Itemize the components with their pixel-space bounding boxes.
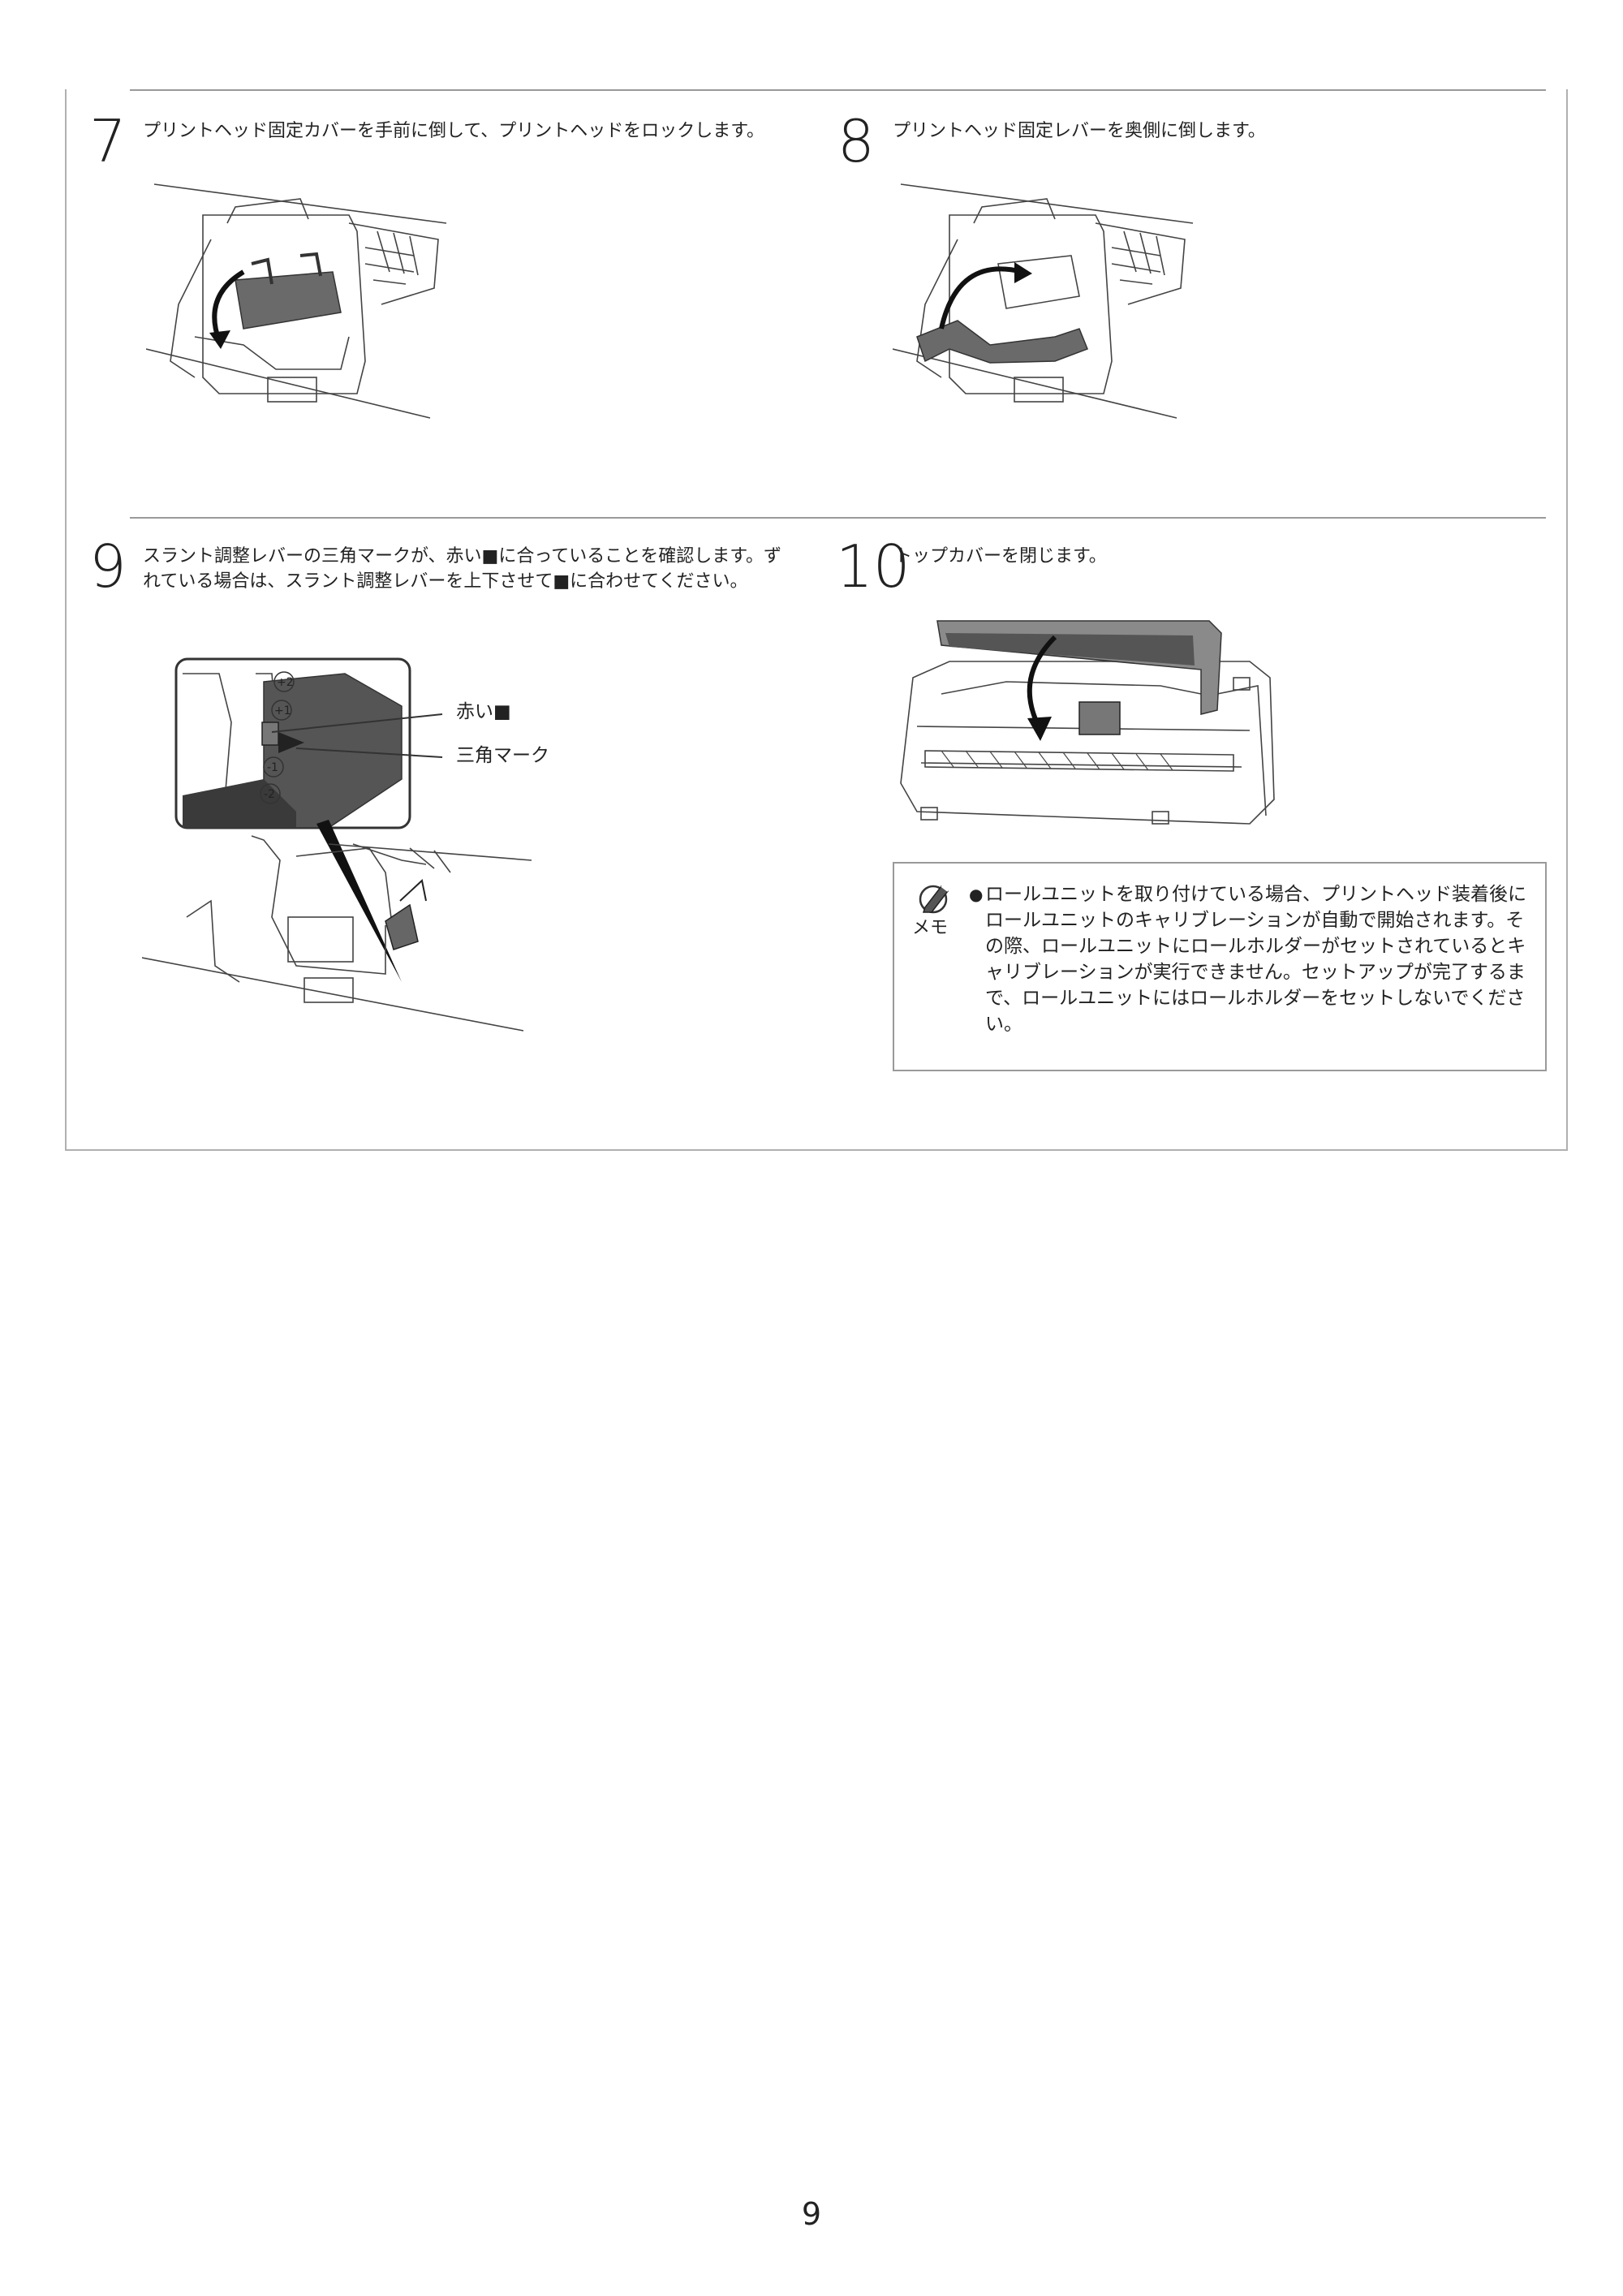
middle-divider [130, 517, 1546, 519]
step-7-illustration [146, 174, 454, 426]
step-10-number: 10 [836, 532, 911, 601]
memo-text: ● ロールユニットを取り付けている場合、プリントヘッド装着後にロールユニットのキ… [969, 881, 1529, 1037]
step-8-number: 8 [837, 107, 875, 175]
memo-label: メモ [912, 918, 949, 938]
step-9-illustration: +2 +1 -1 -2 [142, 657, 548, 1039]
scale-minus-2: -2 [264, 788, 275, 801]
step-8-illustration [893, 174, 1201, 426]
page-number: 9 [801, 2196, 822, 2232]
scale-minus-1: -1 [267, 761, 278, 774]
scale-plus-1: +1 [274, 704, 291, 717]
step-9-number: 9 [89, 532, 127, 601]
top-divider [130, 89, 1546, 91]
memo-box: メモ ● ロールユニットを取り付けている場合、プリントヘッド装着後にロールユニッ… [893, 862, 1547, 1071]
step-10-illustration [893, 597, 1282, 840]
callout-red-mark: 赤い■ [456, 701, 511, 722]
step-7-number: 7 [89, 107, 127, 175]
scale-plus-2: +2 [277, 676, 294, 689]
callout-triangle-mark: 三角マーク [456, 745, 549, 766]
page-frame [65, 89, 1568, 1151]
memo-pencil-icon [917, 880, 953, 915]
step-7-text: プリントヘッド固定カバーを手前に倒して、プリントヘッドをロックします。 [143, 121, 765, 141]
step-10-text: トップカバーを閉じます。 [894, 546, 1107, 566]
memo-bullet: ● [969, 885, 984, 904]
step-9-text: スラント調整レバーの三角マークが、赤い■に合っていることを確認します。ずれている… [143, 546, 782, 592]
step-8-text: プリントヘッド固定レバーを奥側に倒します。 [893, 121, 1266, 141]
memo-body: ロールユニットを取り付けている場合、プリントヘッド装着後にロールユニットのキャリ… [985, 884, 1526, 1035]
